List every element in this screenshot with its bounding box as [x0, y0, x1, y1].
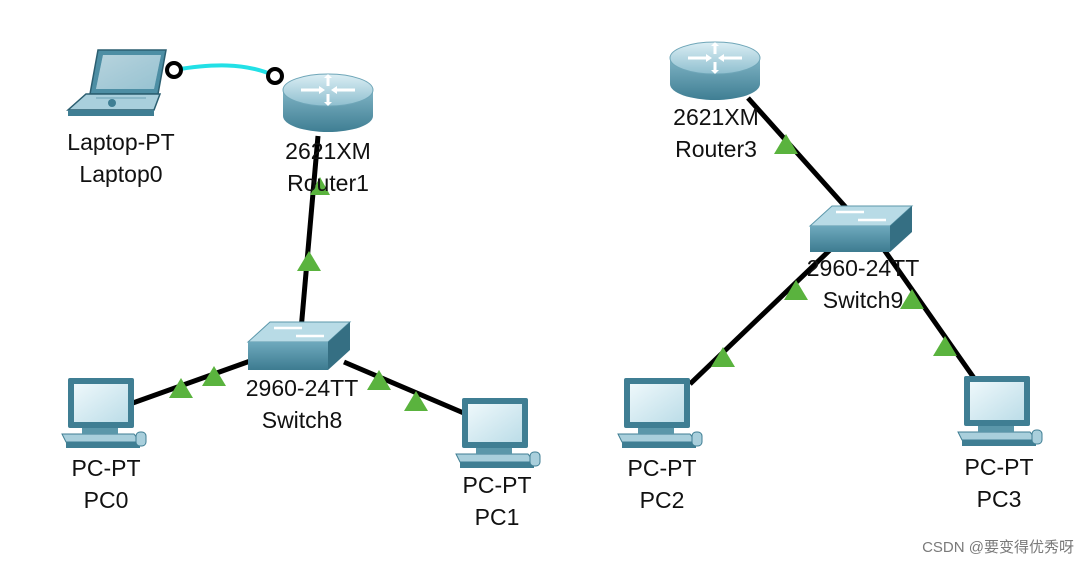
device-label-pc0: PC-PT PC0: [72, 452, 141, 516]
device-name: PC1: [474, 504, 520, 530]
cable-switch8-pc0[interactable]: [129, 357, 254, 407]
link-up-icon: [202, 366, 226, 386]
device-name: Router1: [287, 170, 369, 196]
pc-icon[interactable]: [617, 378, 703, 448]
cable-switch8-pc1[interactable]: [343, 359, 467, 417]
device-name: PC3: [976, 486, 1022, 512]
link-up-icon: [310, 177, 330, 195]
cable-switch9-pc2[interactable]: [688, 246, 834, 386]
device-label-pc3: PC-PT PC3: [965, 451, 1034, 515]
link-up-icon: [711, 347, 735, 367]
pc-icon[interactable]: [455, 398, 541, 468]
device-label-pc2: PC-PT PC2: [628, 452, 697, 516]
console-cable-laptop0-router1[interactable]: [173, 63, 276, 78]
cable-router3-switch9[interactable]: [746, 96, 852, 214]
device-name: PC0: [83, 487, 129, 513]
link-up-icon: [297, 251, 321, 271]
device-label-switch8: 2960-24TT Switch8: [246, 372, 359, 436]
connector-router1: [266, 67, 284, 85]
device-label-pc1: PC-PT PC1: [463, 469, 532, 533]
connector-laptop0: [165, 61, 183, 79]
device-model: PC-PT: [71, 455, 141, 481]
cables: [129, 63, 977, 417]
device-name: Laptop0: [79, 161, 163, 187]
device-label-router1: 2621XM Router1: [285, 135, 371, 199]
laptop-icon[interactable]: [66, 49, 167, 116]
router-icon[interactable]: [282, 73, 374, 132]
switch-icon[interactable]: [808, 205, 914, 252]
link-up-icon: [784, 280, 808, 300]
link-up-icon: [933, 336, 957, 356]
device-model: PC-PT: [964, 454, 1034, 480]
cable-switch9-pc3[interactable]: [877, 242, 977, 380]
pc-icon[interactable]: [61, 378, 147, 448]
device-name: Router3: [675, 136, 757, 162]
device-label-switch9: 2960-24TT Switch9: [807, 252, 920, 316]
device-model: 2960-24TT: [806, 255, 920, 281]
link-status-markers: [169, 134, 957, 411]
cable-router1-switch8[interactable]: [298, 135, 321, 331]
device-model: PC-PT: [462, 472, 532, 498]
device-model: 2621XM: [673, 104, 759, 130]
device-model: PC-PT: [627, 455, 697, 481]
link-up-icon: [404, 391, 428, 411]
device-model: 2960-24TT: [245, 375, 359, 401]
router-icon[interactable]: [669, 41, 761, 100]
device-name: Switch9: [822, 287, 904, 313]
link-up-icon: [774, 134, 798, 154]
device-label-laptop0: Laptop-PT Laptop0: [67, 126, 174, 190]
link-up-icon: [169, 378, 193, 398]
device-label-router3: 2621XM Router3: [673, 101, 759, 165]
link-up-icon: [367, 370, 391, 390]
switch-icon[interactable]: [246, 321, 352, 370]
device-model: Laptop-PT: [67, 129, 175, 155]
pc-icon[interactable]: [957, 376, 1043, 446]
link-up-icon: [900, 289, 924, 309]
device-name: PC2: [639, 487, 685, 513]
watermark: CSDN @要变得优秀呀: [922, 539, 1074, 556]
device-model: 2621XM: [285, 138, 371, 164]
device-name: Switch8: [261, 407, 343, 433]
